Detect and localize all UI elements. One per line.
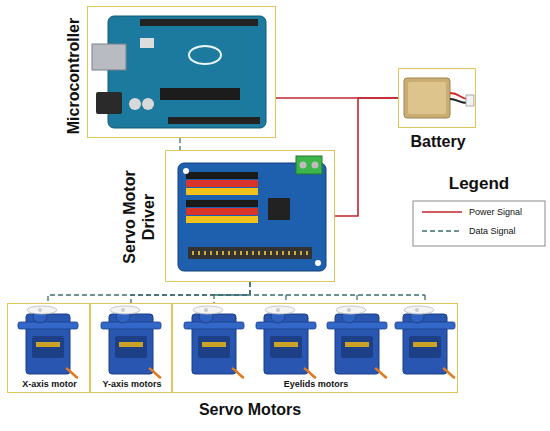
legend-text: Power Signal (469, 207, 522, 217)
board-pcb (108, 16, 266, 128)
driver-chip (268, 198, 290, 220)
legend-frame (413, 201, 545, 246)
battery-illustration (404, 78, 474, 118)
power-line (335, 98, 398, 216)
group-caption: Servo Motors (150, 400, 350, 419)
capacitor (129, 98, 141, 110)
servo-pin-row (186, 180, 258, 187)
servo-driver-illustration (178, 156, 326, 271)
servo-group-box: Y-axis motors (90, 303, 172, 393)
servo-pin-row (186, 172, 258, 179)
battery-pouch (404, 78, 450, 118)
legend-sample (420, 205, 464, 219)
servo-pin-row (186, 200, 258, 207)
servo-motor-illustration (184, 306, 244, 378)
servo-pin-row (186, 216, 258, 223)
battery-plug (466, 95, 474, 106)
reset-button (140, 38, 154, 48)
pin-header (168, 117, 260, 124)
data-drop-line (356, 295, 357, 303)
board-logo (189, 46, 221, 64)
battery-wire (450, 99, 468, 103)
servo-motor-illustration (101, 306, 161, 378)
usb-connector (92, 44, 126, 70)
node-label: X-axis motor (8, 379, 91, 390)
servo-pin-row (186, 188, 258, 195)
data-line (214, 282, 250, 303)
servo-motor-illustration (327, 306, 387, 378)
microcontroller-box: Microcontroller (87, 6, 276, 138)
servo-motor-illustration (256, 306, 316, 378)
servo-pin-row (186, 208, 258, 215)
driver-box: Servo Motor Driver (165, 150, 335, 282)
legend-sample (420, 224, 464, 238)
terminal-screw (312, 162, 319, 169)
data-drop-line (285, 295, 286, 303)
power-jack (96, 92, 122, 114)
battery-face (408, 82, 446, 114)
node-label: Microcontroller (64, 1, 83, 151)
legend-entry: Data Signal (420, 224, 516, 238)
servo-group-box: X-axis motor (7, 303, 90, 393)
legend-line-sample (422, 230, 462, 232)
terminal-screw (300, 162, 307, 169)
mount-hole (183, 168, 189, 174)
node-label: Eyelids motors (173, 379, 459, 390)
servo-group-box: Eyelids motors (172, 303, 458, 393)
gpio-pins (192, 251, 310, 255)
node-label: Servo Motor Driver (120, 151, 158, 283)
data-drop-line (424, 295, 425, 303)
servo-motor-illustration (395, 306, 455, 378)
microchip (160, 88, 240, 100)
legend-line-sample (422, 211, 462, 213)
servo-motor-illustration (18, 306, 78, 378)
capacitor (142, 98, 154, 110)
data-line (131, 282, 250, 303)
battery-wire (450, 93, 468, 99)
legend-text: Data Signal (469, 226, 516, 236)
driver-pcb (178, 163, 326, 271)
legend-title: Legend (419, 174, 539, 194)
node-label: Battery (383, 132, 493, 151)
data-line (179, 138, 180, 150)
legend-entry: Power Signal (420, 205, 522, 219)
node-label: Y-axis motors (91, 379, 173, 390)
data-line (48, 282, 250, 303)
battery-box: Battery (398, 68, 476, 128)
arduino-board-illustration (92, 16, 266, 128)
screw-terminal (296, 156, 322, 174)
pin-header (140, 19, 258, 26)
data-bus (214, 295, 425, 303)
gpio-header (188, 247, 312, 259)
connector-group (48, 98, 398, 303)
mount-hole (315, 260, 321, 266)
